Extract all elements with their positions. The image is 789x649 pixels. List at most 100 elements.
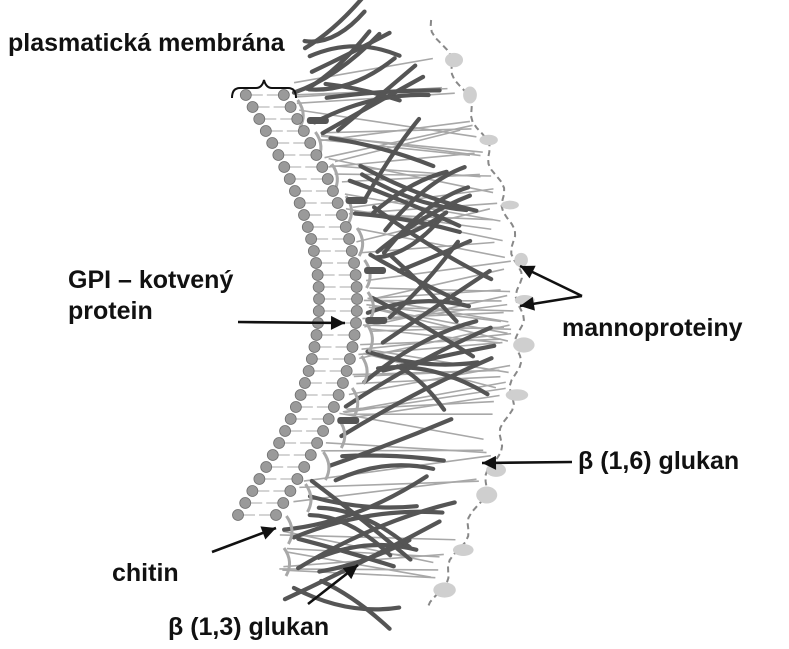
mannoprotein-blob bbox=[479, 135, 497, 145]
beta-1-3-glucan-fiber bbox=[336, 465, 433, 480]
gpi-label-line-1: GPI – kotvený bbox=[68, 265, 233, 296]
lipid-head bbox=[311, 150, 322, 161]
lipid-head bbox=[340, 222, 351, 233]
lipid-head bbox=[295, 390, 306, 401]
lipid-head bbox=[285, 414, 296, 425]
lipid-head bbox=[285, 102, 296, 113]
lipid-head bbox=[344, 354, 355, 365]
mannoprotein-blob bbox=[463, 86, 477, 103]
lipid-head bbox=[312, 270, 323, 281]
lipid-head bbox=[240, 498, 251, 509]
chitin-strand bbox=[323, 452, 329, 480]
lipid-head bbox=[306, 354, 317, 365]
lipid-head bbox=[337, 378, 348, 389]
lipid-head bbox=[344, 234, 355, 245]
lipid-head bbox=[299, 378, 310, 389]
lipid-head bbox=[292, 474, 303, 485]
lipid-head bbox=[298, 126, 309, 137]
lipid-head bbox=[247, 102, 258, 113]
lipid-head bbox=[305, 450, 316, 461]
gpi-anchor bbox=[346, 197, 368, 204]
lipid-head bbox=[233, 510, 244, 521]
lipid-head bbox=[323, 414, 334, 425]
lipid-head bbox=[299, 462, 310, 473]
lipid-head bbox=[333, 390, 344, 401]
lipid-head bbox=[311, 330, 322, 341]
lipid-head bbox=[284, 174, 295, 185]
beta-1-6-glucan-fiber bbox=[299, 481, 478, 487]
lipid-head bbox=[298, 210, 309, 221]
lipid-head bbox=[254, 114, 265, 125]
lipid-head bbox=[308, 246, 319, 257]
gpi-anchor bbox=[307, 117, 329, 124]
lipid-head bbox=[261, 462, 272, 473]
lipid-head bbox=[350, 270, 361, 281]
lipid-head bbox=[328, 402, 339, 413]
lipid-head bbox=[271, 510, 282, 521]
lipid-head bbox=[240, 90, 251, 101]
beta-1-3-glucan-fiber bbox=[309, 58, 394, 89]
lipid-head bbox=[332, 198, 343, 209]
plasma-membrane-label: plasmatická membrána bbox=[8, 28, 285, 59]
lipid-head bbox=[290, 402, 301, 413]
lipid-head bbox=[292, 114, 303, 125]
lipid-head bbox=[289, 186, 300, 197]
lipid-head bbox=[351, 306, 362, 317]
mannoprotein-blob bbox=[445, 53, 463, 67]
gpi-arrow-head bbox=[331, 316, 345, 330]
lipid-head bbox=[254, 474, 265, 485]
lipid-head bbox=[273, 150, 284, 161]
lipid-head bbox=[302, 222, 313, 233]
lipid-head bbox=[349, 258, 360, 269]
lipid-head bbox=[336, 210, 347, 221]
lipid-head bbox=[318, 426, 329, 437]
beta-1-6-glucan-label: β (1,6) glukan bbox=[578, 446, 739, 477]
chitin-strand bbox=[305, 484, 311, 512]
lipid-head bbox=[306, 234, 317, 245]
mannoprotein-blob bbox=[506, 389, 528, 401]
lipid-head bbox=[278, 498, 289, 509]
gpi-anchor bbox=[364, 267, 386, 274]
beta-1-3-glucan-fiber bbox=[294, 588, 399, 609]
lipid-head bbox=[349, 330, 360, 341]
gpi-anchor bbox=[337, 417, 359, 424]
lipid-head bbox=[303, 366, 314, 377]
beta-1-6-glucan-fiber bbox=[321, 450, 483, 451]
lipid-head bbox=[247, 486, 258, 497]
lipid-head bbox=[327, 186, 338, 197]
lipid-head bbox=[341, 366, 352, 377]
lipid-head bbox=[314, 294, 325, 305]
lipid-head bbox=[346, 246, 357, 257]
gpi-arrow bbox=[238, 322, 345, 323]
mannoprotein-blob bbox=[514, 253, 527, 267]
lipid-head bbox=[294, 198, 305, 209]
lipid-head bbox=[305, 138, 316, 149]
beta-1-6-glucan-fiber bbox=[279, 569, 438, 570]
mannoprotein-blob bbox=[513, 337, 534, 352]
lipid-head bbox=[285, 486, 296, 497]
lipid-head bbox=[274, 438, 285, 449]
mannoprotein-blob bbox=[476, 486, 497, 503]
lipid-head bbox=[311, 258, 322, 269]
lipid-head bbox=[313, 306, 324, 317]
beta-1-6-glucan-fiber bbox=[304, 456, 491, 481]
lipid-head bbox=[351, 282, 362, 293]
lipid-head bbox=[267, 450, 278, 461]
beta-1-3-glucan-fiber bbox=[338, 66, 415, 131]
lipid-head bbox=[313, 282, 324, 293]
lipid-head bbox=[280, 426, 291, 437]
lipid-head bbox=[317, 162, 328, 173]
gpi-label-line-2: protein bbox=[68, 296, 233, 327]
lipid-head bbox=[352, 294, 363, 305]
chitin-strand bbox=[362, 356, 368, 384]
mannoproteins-label: mannoproteiny bbox=[562, 313, 743, 344]
mannoprotein-blob bbox=[501, 201, 519, 210]
gpi-anchored-protein-label: GPI – kotvený protein bbox=[68, 265, 233, 326]
mannoprotein-blob bbox=[453, 544, 474, 556]
chitin-label: chitin bbox=[112, 558, 179, 589]
lipid-head bbox=[350, 318, 361, 329]
lipid-head bbox=[312, 438, 323, 449]
lipid-head bbox=[309, 342, 320, 353]
lipid-head bbox=[278, 90, 289, 101]
